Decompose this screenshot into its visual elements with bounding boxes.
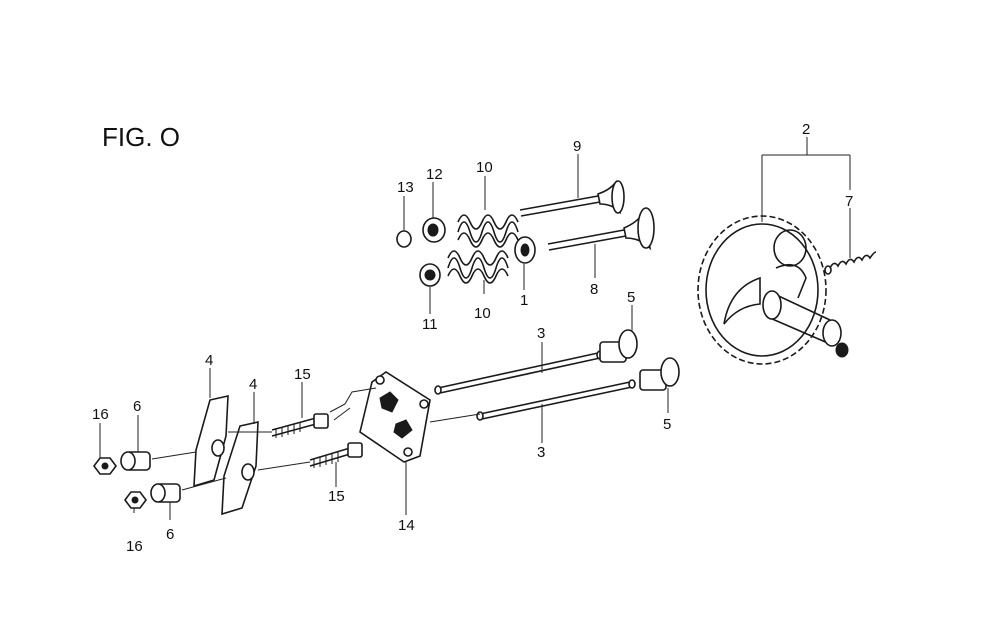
callout-8: 8: [590, 281, 598, 298]
part-15-stud-lower: [309, 442, 363, 468]
callout-7: 7: [845, 193, 853, 210]
part-16-nut-lower: [124, 491, 147, 509]
callout-3-lower: 3: [537, 444, 545, 461]
part-15-stud-upper: [271, 413, 329, 438]
callout-10-upper: 10: [476, 159, 493, 176]
callout-5-lower: 5: [663, 416, 671, 433]
part-11-retainer: [419, 263, 441, 287]
part-4-rocker-arm-upper: [193, 394, 229, 488]
part-3-pushrod-upper: [434, 350, 604, 395]
callout-13: 13: [397, 179, 414, 196]
part-1-rotator: [514, 236, 536, 264]
part-3-pushrod-lower: [476, 379, 636, 421]
callout-12: 12: [426, 166, 443, 183]
callout-4-upper: 4: [205, 352, 213, 369]
part-10-spring-upper: [457, 214, 519, 248]
part-5-tappet-lower: [639, 357, 680, 391]
callout-9: 9: [573, 138, 581, 155]
callout-15-lower: 15: [328, 488, 345, 505]
callout-16-upper: 16: [92, 406, 109, 423]
part-8-valve: [547, 207, 655, 251]
callout-6-lower: 6: [166, 526, 174, 543]
part-12-retainer: [422, 217, 446, 243]
part-6-pivot-lower: [150, 483, 181, 503]
leader-lines: [99, 137, 851, 520]
part-9-valve: [519, 179, 625, 217]
callout-1: 1: [520, 292, 528, 309]
callout-16-lower: 16: [126, 538, 143, 555]
callout-labels: 13 12 10 9 2 7 8 1 10 11 3 5 5 3 14 15 1…: [92, 121, 853, 555]
part-5-tappet-upper: [599, 329, 638, 363]
part-10-spring-lower: [447, 250, 509, 284]
part-2-camshaft-gear: [697, 215, 849, 365]
part-13-keeper: [396, 230, 412, 248]
assembly-lines: [151, 387, 481, 491]
callout-2: 2: [802, 121, 810, 138]
callout-6-upper: 6: [133, 398, 141, 415]
callout-14: 14: [398, 517, 415, 534]
callout-11: 11: [422, 316, 438, 333]
callout-4-lower: 4: [249, 376, 257, 393]
callout-15-upper: 15: [294, 366, 311, 383]
figure-title: FIG. O: [102, 122, 180, 152]
part-16-nut-upper: [93, 457, 117, 475]
part-7-spring: [824, 251, 877, 275]
part-6-pivot-upper: [120, 451, 151, 471]
part-4-rocker-arm-lower: [221, 420, 259, 516]
callout-10-lower: 10: [474, 305, 491, 322]
callout-3-upper: 3: [537, 325, 545, 342]
part-14-rocker-plate: [359, 371, 431, 463]
callout-5-upper: 5: [627, 289, 635, 306]
